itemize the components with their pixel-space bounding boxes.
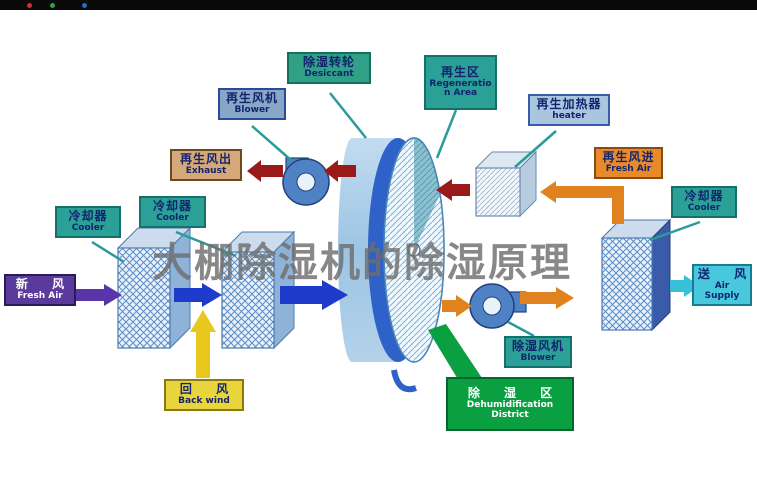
- dry-air-arrow-wheel-to-fan: [442, 295, 472, 317]
- wheel-hub: [407, 243, 421, 257]
- label-regen-heater-zh: 再生加热器: [536, 97, 602, 111]
- regen-air-arrow-cooler-to-heater: [540, 181, 624, 224]
- label-dehum-district-en: Dehumidification District: [466, 400, 554, 420]
- label-cooler-left-a: 冷却器 Cooler: [55, 206, 121, 238]
- label-connectors: [91, 92, 701, 338]
- label-regen-fresh-air-zh: 再生风进: [602, 150, 655, 164]
- label-back-wind-en: Back wind: [178, 395, 230, 406]
- label-regen-heater: 再生加热器 heater: [528, 94, 610, 126]
- label-cooler-right-zh: 冷却器: [684, 189, 724, 203]
- label-dehum-blower: 除湿风机 Blower: [504, 336, 572, 368]
- label-cooler-left-b-zh: 冷却器: [152, 199, 192, 213]
- topbar-red-dot-icon: [27, 3, 32, 8]
- regen-blower-fan: [282, 157, 330, 206]
- label-dehum-district: 除 湿 区 Dehumidification District: [446, 377, 574, 431]
- process-air-arrow-1: [174, 283, 222, 307]
- desiccant-wheel: [338, 137, 445, 393]
- label-cooler-right: 冷却器 Cooler: [671, 186, 737, 218]
- label-regen-blower-en: Blower: [234, 104, 270, 115]
- label-regen-exhaust-zh: 再生风出: [179, 152, 232, 166]
- label-fresh-air-inlet: 新 风 Fresh Air: [4, 274, 76, 306]
- topbar-blue-dot-icon: [82, 3, 87, 8]
- connector-regen-blower: [251, 125, 293, 162]
- connector-cooler-right: [649, 220, 701, 242]
- wheel-drain-bracket: [391, 369, 417, 393]
- cooler-unit-right: [600, 218, 672, 332]
- exhaust-arrow-fan-to-outlet: [247, 160, 283, 182]
- label-desiccant-wheel-en: Desiccant: [304, 68, 354, 79]
- label-regen-exhaust-en: Exhaust: [185, 165, 227, 176]
- process-air-arrow-2: [280, 280, 348, 310]
- label-cooler-left-b: 冷却器 Cooler: [139, 196, 206, 228]
- label-regeneration-area: 再生区 Regeneration Area: [424, 55, 497, 110]
- connector-cooler-left-b: [175, 230, 237, 258]
- label-regen-fresh-air: 再生风进 Fresh Air: [594, 147, 663, 179]
- label-cooler-left-a-en: Cooler: [71, 222, 105, 233]
- label-fresh-air-inlet-en: Fresh Air: [17, 290, 63, 301]
- connector-regen-area: [435, 109, 458, 159]
- return-air-arrow: [190, 310, 216, 378]
- fresh-air-arrow: [76, 284, 122, 306]
- label-dehum-district-zh: 除 湿 区: [467, 386, 563, 401]
- connector-regen-heater: [514, 130, 557, 168]
- supply-air-arrow: [670, 275, 700, 297]
- connector-desiccant: [329, 92, 367, 139]
- label-regen-exhaust: 再生风出 Exhaust: [170, 149, 242, 181]
- dehum-blower-fan: [469, 283, 527, 329]
- exhaust-arrow-wheel-to-fan: [324, 160, 356, 182]
- label-back-wind-zh: 回 风: [179, 382, 239, 396]
- label-regen-heater-en: heater: [552, 110, 586, 121]
- label-air-supply-zh: 送 风: [697, 267, 757, 281]
- label-fresh-air-inlet-zh: 新 风: [15, 277, 75, 291]
- label-desiccant-wheel: 除湿转轮 Desiccant: [287, 52, 371, 84]
- dry-air-arrow-fan-to-cooler: [520, 287, 574, 309]
- connector-dehum-blower: [507, 320, 535, 338]
- connector-dehum-district: [428, 324, 482, 386]
- label-dehum-blower-en: Blower: [520, 352, 556, 363]
- topbar-green-dot-icon: [50, 3, 55, 8]
- label-air-supply: 送 风 Air Supply: [692, 264, 752, 306]
- heater-unit: [474, 150, 538, 218]
- label-regen-fresh-air-en: Fresh Air: [605, 163, 652, 174]
- cooler-unit-left-a: [116, 226, 192, 350]
- label-regeneration-area-zh: 再生区: [440, 64, 480, 79]
- regen-air-arrow-heater-to-wheel: [436, 179, 470, 201]
- label-dehum-blower-zh: 除湿风机: [511, 339, 564, 353]
- top-window-bar: [0, 0, 757, 10]
- label-cooler-left-b-en: Cooler: [156, 212, 189, 223]
- label-regen-blower: 再生风机 Blower: [218, 88, 286, 120]
- regeneration-sector: [414, 137, 440, 250]
- label-cooler-left-a-zh: 冷却器: [68, 209, 108, 223]
- label-air-supply-en: Air Supply: [704, 280, 740, 301]
- label-regeneration-area-en: Regeneration Area: [429, 78, 492, 99]
- label-back-wind: 回 风 Back wind: [164, 379, 244, 411]
- label-regen-blower-zh: 再生风机: [225, 91, 278, 105]
- connector-cooler-left-a: [91, 240, 125, 264]
- label-desiccant-wheel-zh: 除湿转轮: [302, 55, 355, 69]
- label-cooler-right-en: Cooler: [687, 202, 721, 213]
